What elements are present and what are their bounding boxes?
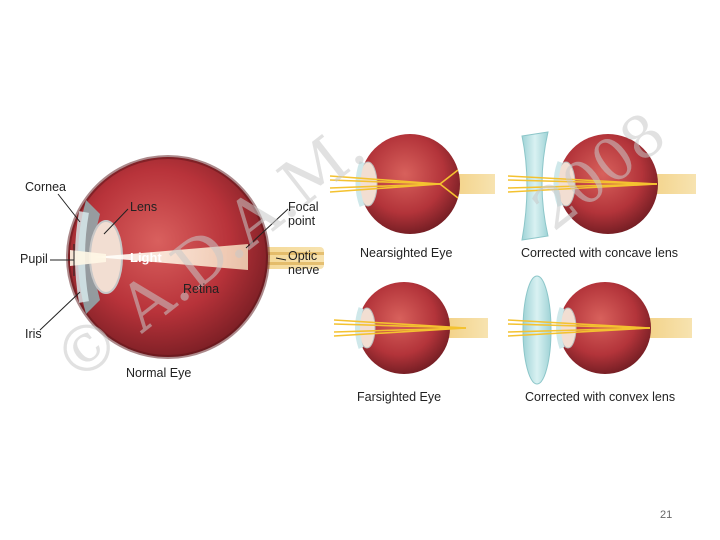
label-optic-nerve: Optic nerve xyxy=(288,249,319,277)
label-focal-point-line2: point xyxy=(288,214,319,228)
convex-corrected-eye-illustration xyxy=(508,276,692,384)
caption-corrected-concave: Corrected with concave lens xyxy=(521,246,678,260)
caption-corrected-convex: Corrected with convex lens xyxy=(525,390,675,404)
concave-corrected-eye-illustration xyxy=(508,132,696,240)
label-optic-nerve-line1: Optic xyxy=(288,249,319,263)
label-iris: Iris xyxy=(25,327,42,341)
normal-eye-illustration xyxy=(68,157,324,357)
label-focal-point-line1: Focal xyxy=(288,200,319,214)
label-focal-point: Focal point xyxy=(288,200,319,228)
label-light: Light xyxy=(130,251,162,265)
label-retina: Retina xyxy=(183,282,219,296)
label-pupil: Pupil xyxy=(20,252,48,266)
page-number: 21 xyxy=(660,509,672,521)
caption-normal-eye: Normal Eye xyxy=(126,366,191,380)
nearsighted-eye-illustration xyxy=(330,134,495,234)
label-cornea: Cornea xyxy=(25,180,66,194)
caption-nearsighted-eye: Nearsighted Eye xyxy=(360,246,452,260)
farsighted-eye-illustration xyxy=(334,282,488,374)
label-lens: Lens xyxy=(130,200,157,214)
label-optic-nerve-line2: nerve xyxy=(288,263,319,277)
caption-farsighted-eye: Farsighted Eye xyxy=(357,390,441,404)
